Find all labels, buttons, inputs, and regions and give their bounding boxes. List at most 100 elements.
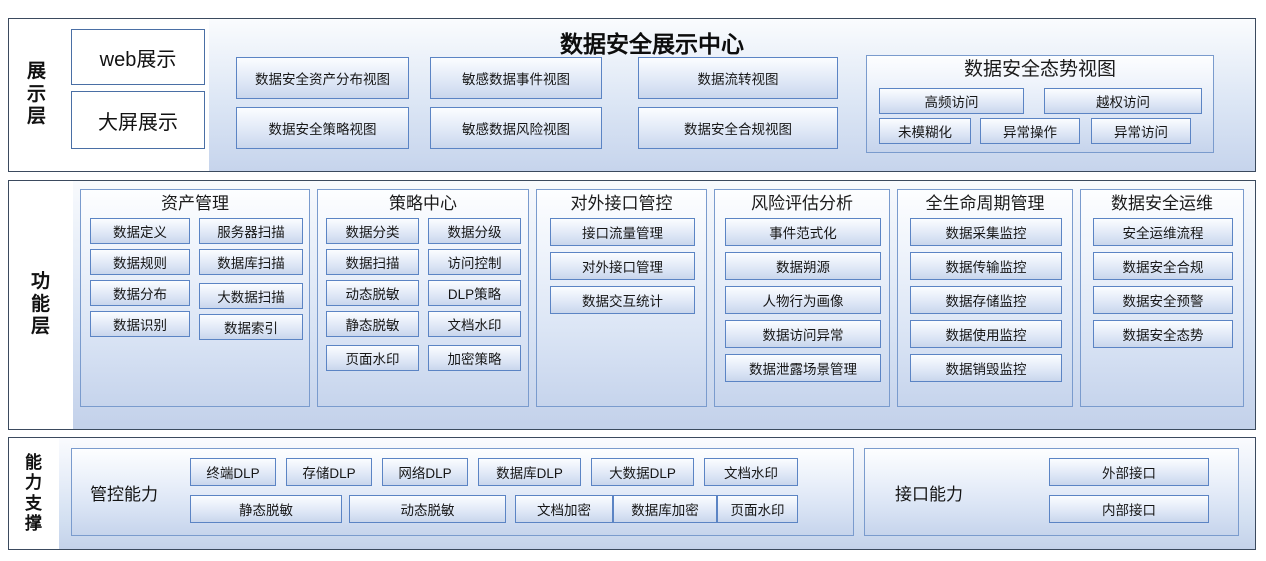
- group-external-interface-control-title: 对外接口管控: [570, 194, 673, 213]
- page-title: 数据安全展示中心: [560, 31, 744, 57]
- fn-document-watermark[interactable]: 文档水印: [428, 311, 521, 337]
- cap-page-watermark[interactable]: 页面水印: [717, 495, 798, 523]
- group-security-operations-title: 数据安全运维: [1111, 194, 1213, 213]
- fn-data-identification[interactable]: 数据识别: [90, 311, 190, 337]
- view-security-policy[interactable]: 数据安全策略视图: [236, 107, 409, 149]
- group-lifecycle-management-title: 全生命周期管理: [925, 194, 1045, 213]
- fn-storage-monitor[interactable]: 数据存储监控: [910, 286, 1062, 314]
- function-layer-label-char-1: 功: [30, 271, 51, 293]
- situation-view-group: 数据安全态势视图 高频访问 越权访问 未模糊化 异常操作 异常访问: [866, 55, 1214, 153]
- fn-dynamic-masking[interactable]: 动态脱敏: [326, 280, 419, 306]
- group-asset-management-title: 资产管理: [161, 194, 229, 213]
- function-layer-label-char-2: 能: [30, 293, 51, 315]
- fn-encryption-policy[interactable]: 加密策略: [428, 345, 521, 371]
- fn-data-classification[interactable]: 数据分类: [326, 218, 419, 244]
- cap-database-encryption[interactable]: 数据库加密: [613, 495, 717, 523]
- display-layer-label-char-3: 层: [26, 106, 47, 128]
- fn-data-lineage[interactable]: 数据朔源: [725, 252, 881, 280]
- view-compliance[interactable]: 数据安全合规视图: [638, 107, 838, 149]
- support-layer-label: 能 力 支 撑: [9, 438, 59, 549]
- display-layer-label-char-1: 展: [26, 61, 47, 83]
- situation-abnormal-access[interactable]: 异常访问: [1091, 118, 1191, 144]
- cap-document-watermark[interactable]: 文档水印: [704, 458, 798, 486]
- situation-view-title: 数据安全态势视图: [963, 59, 1116, 80]
- control-capability-label: 管控能力: [90, 484, 158, 504]
- fn-collection-monitor[interactable]: 数据采集监控: [910, 218, 1062, 246]
- view-sensitive-risk[interactable]: 敏感数据风险视图: [430, 107, 602, 149]
- display-layer: 展 示 层 web展示 大屏展示 数据安全展示中心 数据安全资产分布视图 数据安…: [8, 18, 1256, 172]
- group-asset-management: 资产管理 数据定义 数据规则 数据分布 数据识别 服务器扫描 数据库扫描 大数据…: [80, 189, 310, 407]
- function-layer: 功 能 层 资产管理 数据定义 数据规则 数据分布 数据识别 服务器扫描 数据库…: [8, 180, 1256, 430]
- group-security-operations: 数据安全运维 安全运维流程 数据安全合规 数据安全预警 数据安全态势: [1080, 189, 1244, 407]
- fn-security-situation[interactable]: 数据安全态势: [1093, 320, 1233, 348]
- fn-abnormal-data-access[interactable]: 数据访问异常: [725, 320, 881, 348]
- support-layer-label-char-2: 力: [25, 473, 43, 493]
- situation-privilege-escalation-access[interactable]: 越权访问: [1044, 88, 1202, 114]
- view-asset-distribution[interactable]: 数据安全资产分布视图: [236, 57, 409, 99]
- fn-dlp-policy[interactable]: DLP策略: [428, 280, 521, 306]
- fn-data-distribution[interactable]: 数据分布: [90, 280, 190, 306]
- fn-secops-process[interactable]: 安全运维流程: [1093, 218, 1233, 246]
- group-external-interface-control: 对外接口管控 接口流量管理 对外接口管理 数据交互统计: [536, 189, 707, 407]
- fn-user-behavior-profile[interactable]: 人物行为画像: [725, 286, 881, 314]
- fn-event-normalization[interactable]: 事件范式化: [725, 218, 881, 246]
- display-layer-label-char-2: 示: [26, 83, 47, 105]
- function-layer-label-char-3: 层: [30, 316, 51, 338]
- fn-security-compliance[interactable]: 数据安全合规: [1093, 252, 1233, 280]
- group-risk-assessment: 风险评估分析 事件范式化 数据朔源 人物行为画像 数据访问异常 数据泄露场景管理: [714, 189, 890, 407]
- fn-data-interaction-stats[interactable]: 数据交互统计: [550, 286, 695, 314]
- situation-unmasked[interactable]: 未模糊化: [879, 118, 971, 144]
- display-panel: 数据安全展示中心 数据安全资产分布视图 数据安全策略视图 敏感数据事件视图 敏感…: [209, 19, 1255, 171]
- group-policy-center: 策略中心 数据分类 数据扫描 动态脱敏 静态脱敏 页面水印 数据分级 访问控制 …: [317, 189, 529, 407]
- cap-endpoint-dlp[interactable]: 终端DLP: [190, 458, 276, 486]
- bigscreen-display-box[interactable]: 大屏展示: [71, 91, 205, 149]
- group-risk-assessment-title: 风险评估分析: [751, 194, 853, 213]
- group-lifecycle-management: 全生命周期管理 数据采集监控 数据传输监控 数据存储监控 数据使用监控 数据销毁…: [897, 189, 1073, 407]
- fn-usage-monitor[interactable]: 数据使用监控: [910, 320, 1062, 348]
- cap-internal-interface[interactable]: 内部接口: [1049, 495, 1209, 523]
- fn-access-control[interactable]: 访问控制: [428, 249, 521, 275]
- fn-static-masking[interactable]: 静态脱敏: [326, 311, 419, 337]
- cap-storage-dlp[interactable]: 存储DLP: [286, 458, 372, 486]
- cap-network-dlp[interactable]: 网络DLP: [382, 458, 468, 486]
- group-interface-capability: 接口能力 外部接口 内部接口: [864, 448, 1239, 536]
- fn-data-definition[interactable]: 数据定义: [90, 218, 190, 244]
- cap-external-interface[interactable]: 外部接口: [1049, 458, 1209, 486]
- fn-data-grading[interactable]: 数据分级: [428, 218, 521, 244]
- fn-server-scan[interactable]: 服务器扫描: [199, 218, 303, 244]
- fn-data-scan[interactable]: 数据扫描: [326, 249, 419, 275]
- fn-interface-traffic-mgmt[interactable]: 接口流量管理: [550, 218, 695, 246]
- interface-capability-label: 接口能力: [895, 484, 963, 504]
- support-layer-label-char-3: 支: [25, 493, 43, 513]
- fn-security-early-warning[interactable]: 数据安全预警: [1093, 286, 1233, 314]
- fn-leak-scenario-mgmt[interactable]: 数据泄露场景管理: [725, 354, 881, 382]
- fn-database-scan[interactable]: 数据库扫描: [199, 249, 303, 275]
- fn-data-index[interactable]: 数据索引: [199, 314, 303, 340]
- function-layer-label: 功 能 层: [9, 181, 73, 429]
- display-layer-label: 展 示 层: [9, 19, 65, 171]
- view-data-flow[interactable]: 数据流转视图: [638, 57, 838, 99]
- support-layer-label-char-4: 撑: [25, 513, 43, 533]
- fn-data-rule[interactable]: 数据规则: [90, 249, 190, 275]
- fn-bigdata-scan[interactable]: 大数据扫描: [199, 283, 303, 309]
- display-white-column: web展示 大屏展示: [65, 19, 209, 171]
- fn-external-interface-mgmt[interactable]: 对外接口管理: [550, 252, 695, 280]
- group-policy-center-title: 策略中心: [389, 194, 457, 213]
- cap-bigdata-dlp[interactable]: 大数据DLP: [591, 458, 694, 486]
- fn-page-watermark[interactable]: 页面水印: [326, 345, 419, 371]
- support-layer-label-char-1: 能: [25, 453, 43, 473]
- cap-dynamic-masking[interactable]: 动态脱敏: [349, 495, 506, 523]
- cap-static-masking[interactable]: 静态脱敏: [190, 495, 342, 523]
- support-panel: 管控能力 终端DLP 存储DLP 网络DLP 数据库DLP 大数据DLP 文档水…: [59, 438, 1255, 549]
- fn-destruction-monitor[interactable]: 数据销毁监控: [910, 354, 1062, 382]
- function-panel: 资产管理 数据定义 数据规则 数据分布 数据识别 服务器扫描 数据库扫描 大数据…: [73, 181, 1255, 429]
- fn-transmission-monitor[interactable]: 数据传输监控: [910, 252, 1062, 280]
- web-display-box[interactable]: web展示: [71, 29, 205, 85]
- situation-high-frequency-access[interactable]: 高频访问: [879, 88, 1024, 114]
- view-sensitive-event[interactable]: 敏感数据事件视图: [430, 57, 602, 99]
- cap-document-encryption[interactable]: 文档加密: [515, 495, 613, 523]
- situation-abnormal-operation[interactable]: 异常操作: [980, 118, 1080, 144]
- support-layer: 能 力 支 撑 管控能力 终端DLP 存储DLP 网络DLP 数据库DLP 大数…: [8, 437, 1256, 550]
- cap-database-dlp[interactable]: 数据库DLP: [478, 458, 581, 486]
- group-control-capability: 管控能力 终端DLP 存储DLP 网络DLP 数据库DLP 大数据DLP 文档水…: [71, 448, 854, 536]
